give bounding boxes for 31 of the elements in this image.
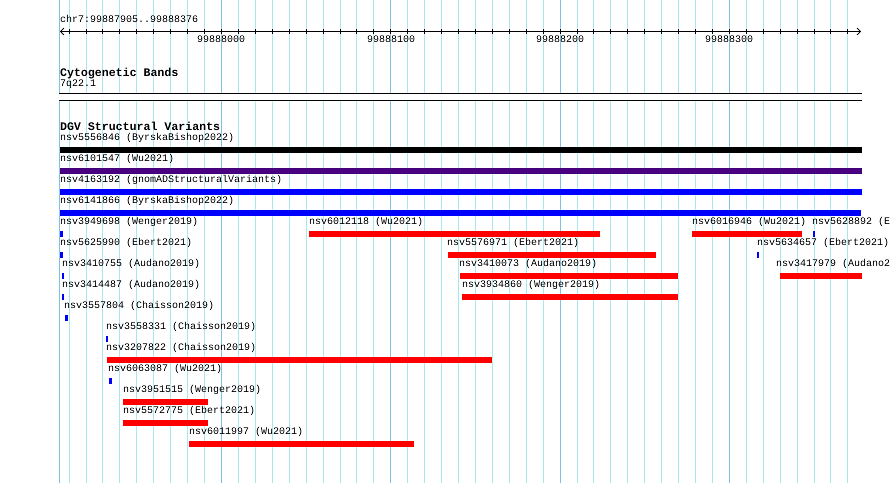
variant-label: nsv3414487 (Audano2019) <box>62 280 200 292</box>
variant-label: nsv4163192 (gnomADStructuralVariants) <box>60 175 282 187</box>
variant-label: nsv3207822 (Chaisson2019) <box>106 343 256 355</box>
track-title: DGV Structural Variants <box>60 121 220 134</box>
variant-label: nsv3934860 (Wenger2019) <box>462 280 600 292</box>
variant-label: nsv3558331 (Chaisson2019) <box>106 322 256 334</box>
variant-label: nsv5576971 (Ebert2021) <box>447 238 580 250</box>
variant-label: nsv3417979 (Audano2 <box>776 259 890 271</box>
variant-label: nsv5556846 (ByrskaBishop2022) <box>60 133 234 145</box>
variant-label: nsv3410755 (Audano2019) <box>62 259 200 271</box>
tick-label: 99888100 <box>367 35 415 47</box>
variant-label: nsv5625990 (Ebert2021) <box>60 238 192 250</box>
variant-label: nsv3949698 (Wenger2019) <box>60 217 198 229</box>
variant-label: nsv6012118 (Wu2021) <box>309 217 424 229</box>
variant-label: nsv5572775 (Ebert2021) <box>123 406 256 418</box>
tick-label: 99888300 <box>705 35 753 47</box>
variant-label: nsv6016946 (Wu2021) <box>692 217 806 229</box>
variant-label: nsv3557804 (Chaisson2019) <box>64 301 214 313</box>
variant-label: nsv6141866 (ByrskaBishop2022) <box>60 196 234 208</box>
band-label: 7q22.1 <box>60 79 96 91</box>
variant-label: nsv3951515 (Wenger2019) <box>123 385 262 397</box>
variant-label: nsv3410073 (Audano2019) <box>459 259 598 271</box>
track-title: Cytogenetic Bands <box>60 67 178 80</box>
tick-label: 99888000 <box>197 35 245 47</box>
variant-label: nsv6063087 (Wu2021) <box>108 364 222 376</box>
variant-label: nsv6011997 (Wu2021) <box>189 427 304 439</box>
tick-label: 99888200 <box>536 35 584 47</box>
variant-label: nsv5634657 (Ebert2021) <box>757 238 890 250</box>
region-label: chr7:99887905..99888376 <box>60 15 198 27</box>
variant-label: nsv6101547 (Wu2021) <box>60 154 174 166</box>
variant-label: nsv5628892 (E <box>812 217 890 229</box>
